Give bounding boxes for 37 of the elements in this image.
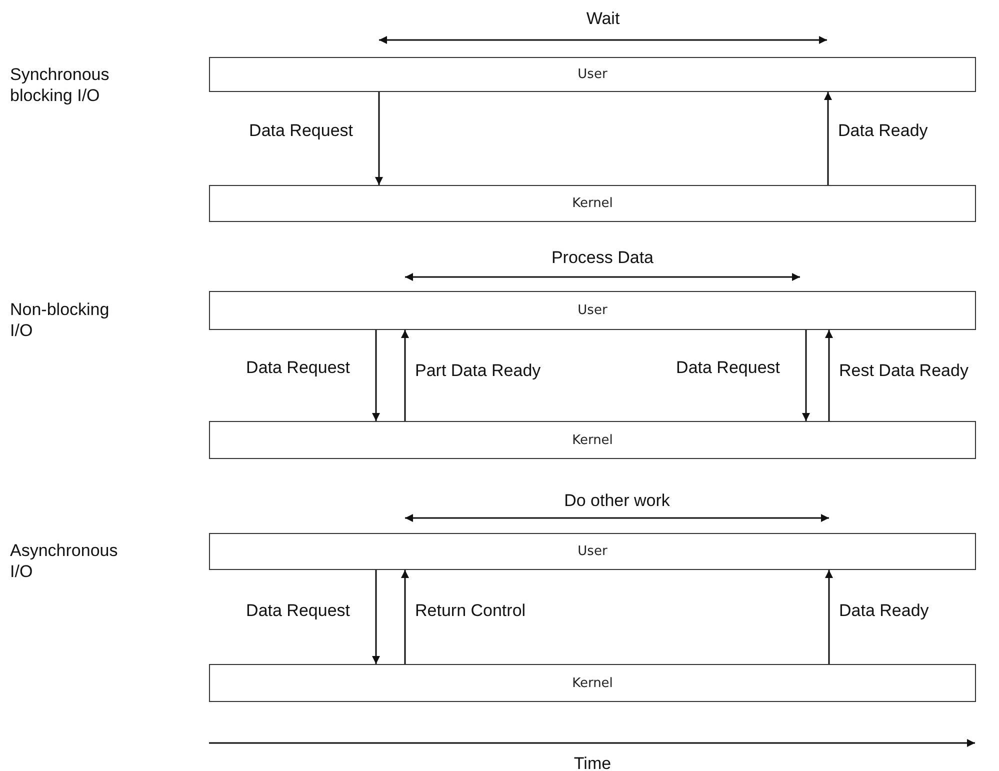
edge-label: Rest Data Ready <box>839 360 968 382</box>
arrow <box>825 570 833 664</box>
row-label: Non-blocking I/O <box>10 299 110 342</box>
process-bar <box>209 421 976 459</box>
process-bar <box>209 291 976 330</box>
bar-label: User <box>578 544 608 559</box>
duration-label: Do other work <box>563 490 671 512</box>
arrow <box>372 570 380 664</box>
edge-label: Data Ready <box>838 120 928 142</box>
edge-label: Return Control <box>415 600 526 622</box>
duration-label: Process Data <box>550 247 655 268</box>
edge-label: Data Request <box>249 120 353 142</box>
bar-label: User <box>578 303 608 318</box>
row-label: Synchronous blocking I/O <box>10 64 110 106</box>
process-bar <box>209 57 976 92</box>
bar-label: Kernel <box>572 676 613 690</box>
arrow <box>401 330 409 421</box>
process-bar <box>209 185 976 222</box>
edge-label: Part Data Ready <box>415 360 541 382</box>
edge-label: Data Request <box>246 600 350 622</box>
edge-label: Data Request <box>676 357 780 378</box>
duration-label: Wait <box>585 8 621 30</box>
arrow <box>802 330 810 421</box>
arrow <box>375 92 383 185</box>
process-bar <box>209 533 976 570</box>
process-bar <box>209 664 976 702</box>
edge-label: Data Ready <box>839 600 929 622</box>
arrow <box>401 570 409 664</box>
arrow <box>372 330 380 421</box>
row-label: Asynchronous I/O <box>10 540 119 582</box>
edge-label: Data Request <box>246 357 350 378</box>
bar-label: Kernel <box>572 432 613 448</box>
arrow <box>825 330 833 421</box>
axis-label: Time <box>572 753 612 771</box>
bar-label: User <box>578 67 608 82</box>
arrow <box>824 92 832 185</box>
bar-label: Kernel <box>572 196 613 211</box>
